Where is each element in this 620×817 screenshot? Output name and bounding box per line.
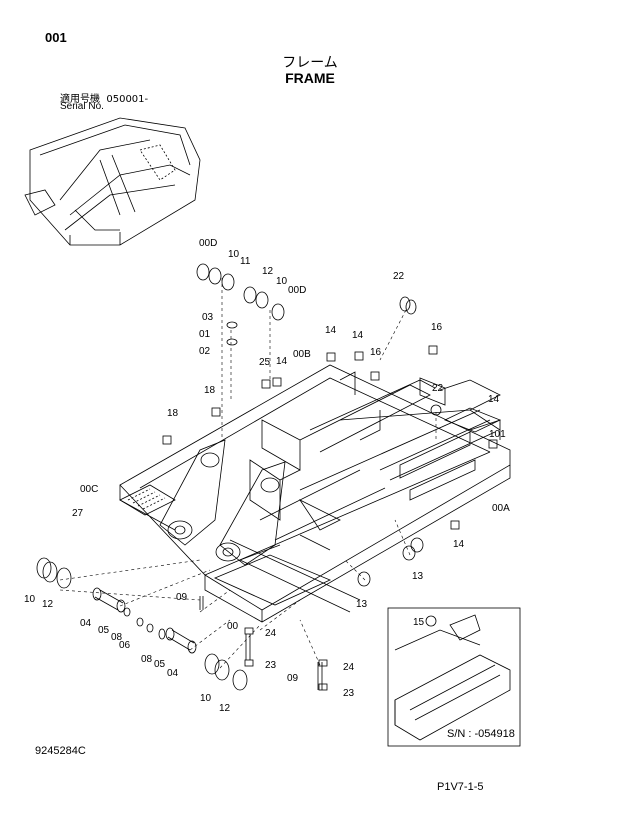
callout-label: 12	[262, 266, 274, 277]
callout-label: 16	[431, 322, 443, 333]
pin-group-left	[36, 557, 248, 691]
callout-label: 23	[265, 660, 277, 671]
callout-label: 27	[72, 508, 84, 519]
boom-foot-bracket	[159, 439, 286, 566]
callout-label: 04	[80, 618, 92, 629]
inset-serial-range: S/N : -054918	[447, 728, 515, 740]
step-plate	[119, 484, 176, 516]
callout-label: 14	[276, 356, 288, 367]
callout-label: 14	[453, 539, 465, 550]
callout-label: 00D	[199, 238, 217, 249]
serial-label-en: Serial No.	[60, 101, 104, 112]
callout-label: 25	[259, 357, 271, 368]
bolt-group	[199, 596, 328, 691]
page-title-en: FRAME	[285, 70, 335, 86]
page-reference: P1V7-1-5	[437, 781, 484, 793]
callout-label: 12	[42, 599, 54, 610]
serial-range: 適用号機 050001-	[60, 90, 148, 105]
callout-label: 00	[227, 621, 239, 632]
callout-label: 24	[265, 628, 277, 639]
inset-callout-label: 15	[413, 617, 425, 628]
callout-label: 05	[98, 625, 110, 636]
callout-label: 18	[204, 385, 216, 396]
drawing-number: 9245284C	[35, 745, 86, 757]
top-parts	[162, 263, 498, 627]
callout-label: 05	[154, 659, 166, 670]
callout-label: 13	[356, 599, 368, 610]
callout-label: 24	[343, 662, 355, 673]
callout-label: 14	[352, 330, 364, 341]
page-title-jp: フレーム	[282, 55, 338, 71]
callout-label: 00A	[492, 503, 510, 514]
callout-label: 03	[202, 312, 214, 323]
callout-label: 02	[199, 346, 211, 357]
callout-label: 10	[200, 693, 212, 704]
callout-label: 101	[489, 429, 506, 440]
callout-label: 23	[343, 688, 355, 699]
callout-label: 09	[287, 673, 299, 684]
callout-label: 14	[325, 325, 337, 336]
serial-value: 050001-	[106, 94, 149, 105]
callout-label: 08	[111, 632, 123, 643]
callout-label: 14	[488, 394, 500, 405]
machine-overview-thumbnail	[24, 117, 201, 246]
callout-label: 12	[219, 703, 231, 714]
callout-label: 01	[199, 329, 211, 340]
callout-label: 10	[228, 249, 240, 260]
callout-label: 10	[24, 594, 36, 605]
callout-label: 00B	[293, 349, 311, 360]
callout-label: 04	[167, 668, 179, 679]
callout-label: 10	[276, 276, 288, 287]
callout-labels: 00D 10 11 12 10 00D 22 03 01 02 14 14 16…	[24, 238, 515, 740]
callout-label: 22	[432, 383, 444, 394]
callout-label: 00C	[80, 484, 98, 495]
callout-label: 22	[393, 271, 405, 282]
callout-label: 08	[141, 654, 153, 665]
callout-label: 11	[240, 256, 251, 267]
callout-label: 06	[119, 640, 131, 651]
inset-detail	[387, 607, 521, 747]
callout-label: 09	[176, 592, 188, 603]
page-number: 001	[45, 30, 67, 45]
callout-label: 18	[167, 408, 179, 419]
serial-label-jp: 適用号機	[60, 94, 100, 105]
leader-lines	[59, 278, 437, 669]
callout-label: 00D	[288, 285, 306, 296]
main-frame	[119, 364, 511, 623]
callout-label: 13	[412, 571, 424, 582]
callout-label: 16	[370, 347, 382, 358]
